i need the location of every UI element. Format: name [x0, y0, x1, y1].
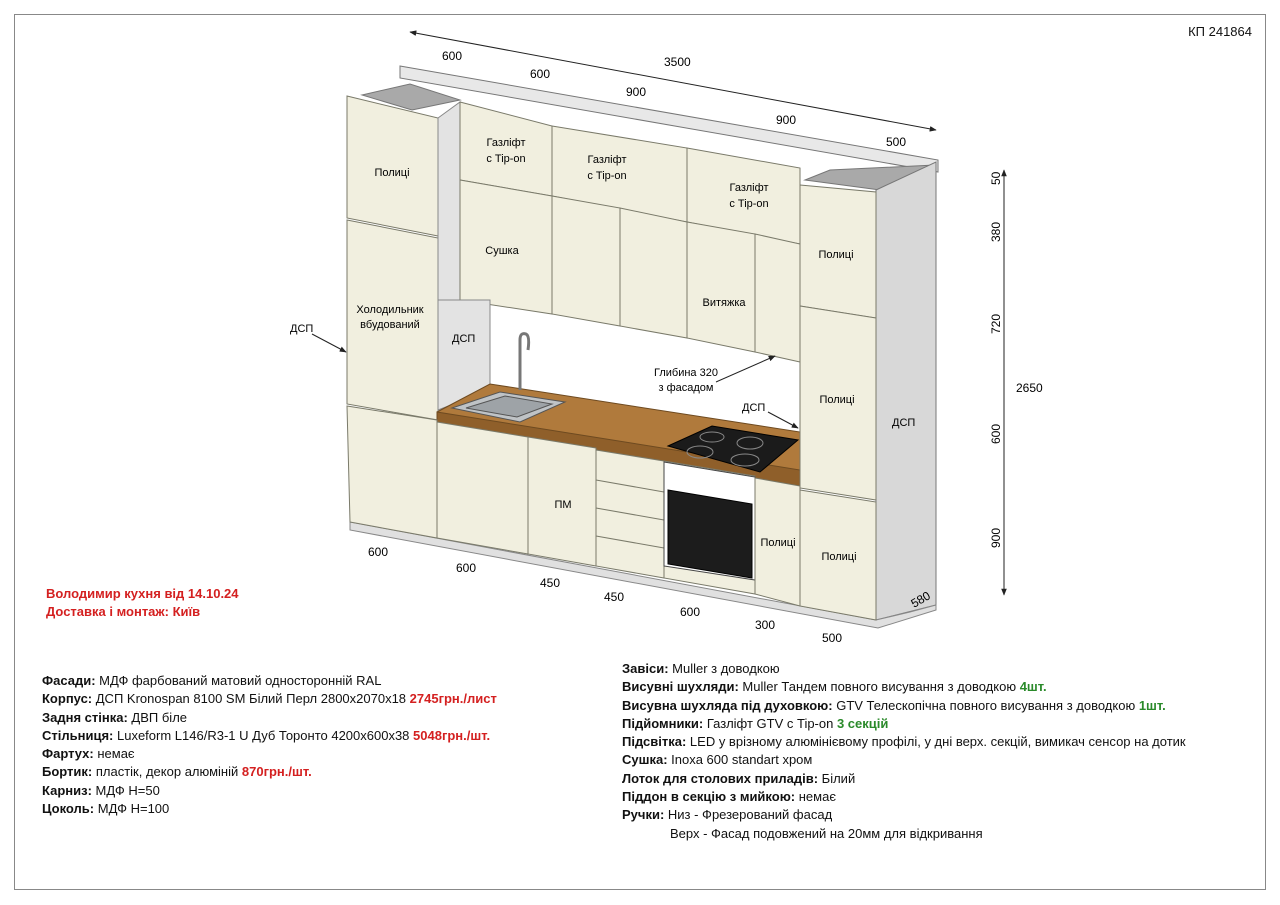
- faucet: [518, 332, 531, 390]
- dim-top-4: 900: [776, 113, 796, 127]
- dim-vertical-1: 50: [989, 171, 1003, 185]
- wall-door-a: [551, 195, 621, 327]
- label-depth-note-1: Глибина 320: [654, 367, 718, 379]
- burner-3: [686, 445, 714, 459]
- spec-row: Лоток для столових приладів: Білий: [622, 770, 856, 786]
- spec-row: Фасади: МДФ фарбований матовий односторо…: [42, 673, 382, 688]
- dim-bottom-4: 450: [604, 590, 624, 604]
- spec-list-right: Завіси: Muller з доводкою Висувні шухляд…: [622, 660, 1262, 843]
- document-code: КП 241864: [1188, 24, 1252, 39]
- label-tipon-2: с Tip-on: [587, 170, 626, 182]
- dim-vertical-2: 380: [989, 222, 1003, 242]
- base-cabinet-shelves: [754, 477, 801, 607]
- dim-total-height: 2650: [1016, 381, 1043, 395]
- label-tipon-3: с Tip-on: [729, 198, 768, 210]
- label-dsp-right-arrow: ДСП: [742, 402, 765, 414]
- label-shelves-right-top: Полиці: [818, 249, 853, 261]
- dim-bottom-2: 600: [456, 561, 476, 575]
- quantity: 3 секцій: [836, 715, 889, 731]
- burner-1: [699, 431, 725, 443]
- label-dryer: Сушка: [485, 245, 519, 257]
- dim-top-3: 900: [626, 85, 646, 99]
- base-cabinet-2: [436, 421, 529, 555]
- price: 870грн./шт.: [241, 764, 312, 780]
- spec-row: Задня стінка: ДВП біле: [42, 709, 188, 725]
- spec-row: Підсвітка: LED у врізному алюмінієвому п…: [622, 734, 1186, 750]
- label-dsp-right-side: ДСП: [892, 417, 915, 429]
- right-side-panel: [875, 161, 937, 621]
- label-fridge-line2: вбудований: [360, 319, 420, 331]
- drawer-gap-2: [595, 507, 665, 521]
- label-tipon-1: с Tip-on: [486, 153, 525, 165]
- spec-row: Цоколь: МДФ Н=100: [42, 801, 170, 817]
- label-shelves-right-bottom: Полиці: [821, 551, 856, 563]
- label-fridge-line1: Холодильник: [356, 304, 423, 316]
- spec-row: Фартух: немає: [42, 746, 135, 762]
- drawer-gap-1: [595, 479, 665, 493]
- quantity: 4шт.: [1019, 679, 1047, 695]
- right-column-mid: [799, 305, 877, 501]
- order-title: Володимир кухня від 14.10.24: [46, 586, 239, 601]
- spec-row: Бортик: пластік, декор алюміній 870грн./…: [42, 764, 312, 780]
- dim-vertical-3: 720: [989, 314, 1003, 334]
- label-gaslift-3: Газліфт: [730, 182, 769, 194]
- spec-row: Висувні шухляди: Muller Тандем повного в…: [622, 679, 1047, 695]
- spec-row: Ручки: Низ - Фрезерований фасад: [622, 807, 833, 823]
- drawing-frame: [14, 14, 1266, 890]
- width-dimension-line: [409, 30, 937, 132]
- dim-bottom-1: 600: [368, 545, 388, 559]
- dsp-right-arrow: [767, 411, 799, 429]
- dim-bottom-6: 300: [755, 618, 775, 632]
- label-shelves-top-left: Полиці: [374, 167, 409, 179]
- wall-hood: [686, 221, 756, 353]
- dim-bottom-3: 450: [540, 576, 560, 590]
- label-dsp-sink: ДСП: [452, 333, 475, 345]
- label-depth-note-2: з фасадом: [659, 382, 714, 394]
- label-dishwasher: ПМ: [554, 499, 571, 511]
- spec-row-continuation: Верх - Фасад подовжений на 20мм для відк…: [670, 825, 983, 841]
- drawer-gap-3: [595, 535, 665, 549]
- dim-top-2: 600: [530, 67, 550, 81]
- order-delivery: Доставка і монтаж: Київ: [46, 604, 201, 619]
- label-gaslift-1: Газліфт: [487, 137, 526, 149]
- label-shelves-right-mid: Полиці: [819, 394, 854, 406]
- spec-row: Піддон в секцію з мийкою: немає: [622, 789, 836, 805]
- dim-bottom-5: 600: [680, 605, 700, 619]
- spec-row: Карниз: МДФ Н=50: [42, 782, 160, 798]
- depth-note-arrow: [715, 355, 776, 383]
- spec-row: Стільниця: Luxeform L146/R3-1 U Дуб Торо…: [42, 727, 491, 743]
- label-hood: Витяжка: [702, 297, 746, 309]
- label-shelves-base: Полиці: [760, 537, 795, 549]
- price: 5048грн./шт.: [413, 727, 491, 743]
- label-dsp-left: ДСП: [290, 323, 313, 335]
- dim-total-width: 3500: [664, 55, 691, 69]
- tall-column-top: [346, 95, 439, 237]
- burner-4: [730, 453, 760, 467]
- dim-bottom-7: 500: [822, 631, 842, 645]
- price: 2745грн./лист: [409, 691, 497, 707]
- dim-vertical-4: 600: [989, 424, 1003, 444]
- label-gaslift-2: Газліфт: [588, 154, 627, 166]
- order-info: Володимир кухня від 14.10.24 Доставка і …: [46, 585, 239, 621]
- wall-door-c: [754, 233, 801, 363]
- spec-row: Корпус: ДСП Kronospan 8100 SM Білий Перл…: [42, 691, 497, 707]
- quantity: 1шт.: [1138, 697, 1166, 713]
- dim-top-1: 600: [442, 49, 462, 63]
- sink-bowl: [465, 395, 554, 418]
- spec-row: Висувна шухляда під духовкою: GTV Телеск…: [622, 697, 1166, 713]
- spec-row: Завіси: Muller з доводкою: [622, 661, 780, 676]
- wall-door-b: [619, 207, 688, 339]
- spec-row: Сушка: Inoxa 600 standart хром: [622, 752, 813, 768]
- dim-top-5: 500: [886, 135, 906, 149]
- spec-row: Підйомники: Газліфт GTV с Tip-on 3 секці…: [622, 715, 889, 731]
- dim-vertical-5: 900: [989, 528, 1003, 548]
- base-cabinet-1: [346, 405, 438, 539]
- burner-2: [736, 436, 764, 450]
- dsp-left-arrow: [311, 333, 347, 353]
- spec-list-left: Фасади: МДФ фарбований матовий односторо…: [42, 672, 602, 818]
- plinth: [349, 521, 937, 629]
- oven-door: [667, 489, 753, 579]
